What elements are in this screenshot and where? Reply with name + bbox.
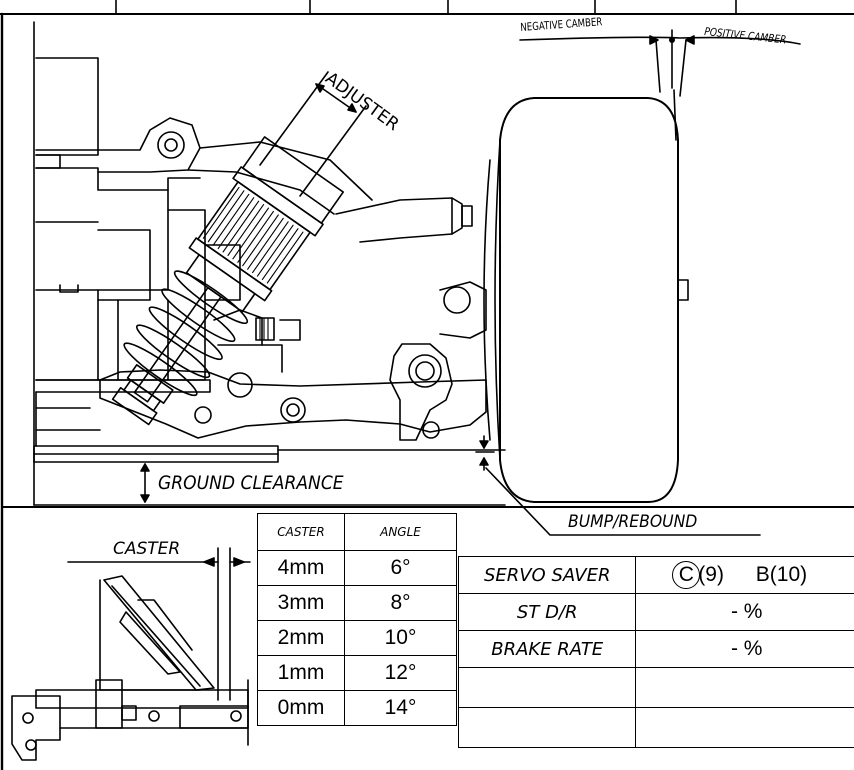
lower-arm [99,309,487,439]
caster-label: CASTER [113,539,181,559]
table-row: BRAKE RATE - % [457,630,854,668]
servo-saver-value: C(9) B(10) [635,556,854,594]
blank-value [635,667,854,708]
caster-angle-table: CASTER ANGLE 4mm 6° 3mm 8° 2mm 10° 1mm 1… [257,513,457,726]
table-row: 4mm 6° [257,550,457,586]
caster-cell: 4mm [257,550,345,586]
caster-cell: 2mm [257,620,345,656]
table-row: SERVO SAVER C(9) B(10) [457,556,854,594]
brake-rate-value: - % [635,630,854,668]
caster-cell: 0mm [257,690,345,726]
camber-indicator [519,29,801,141]
blank-label [457,667,637,708]
st-dr-value: - % [635,593,854,631]
chassis-plate [33,21,506,506]
drawing-frame [0,12,854,770]
upright [389,281,487,441]
caster-cell: 1mm [257,655,345,691]
caster-drawing [11,547,251,761]
servo-saver-selected: C [672,561,701,589]
table-row: 1mm 12° [257,655,457,691]
servo-saver-selected-suffix: (9) [698,563,724,586]
adjuster-dimension [259,71,367,197]
ground-clearance-label: GROUND CLEARANCE [158,472,344,494]
servo-saver-label: SERVO SAVER [457,556,637,594]
bump-rebound-indicator [475,435,761,536]
servo-saver-alt: B(10) [755,563,808,586]
caster-header: CASTER [257,513,345,551]
angle-header: ANGLE [344,513,457,551]
table-row [457,707,854,748]
table-row: 3mm 8° [257,585,457,621]
table-row [457,667,854,708]
top-table-strip [0,0,854,15]
settings-table: SERVO SAVER C(9) B(10) ST D/R - % BRAKE … [457,556,854,748]
table-row: 2mm 10° [257,620,457,656]
caster-cell: 3mm [257,585,345,621]
st-dr-label: ST D/R [457,593,637,631]
angle-cell: 10° [344,620,457,656]
angle-cell: 12° [344,655,457,691]
caster-table-header: CASTER ANGLE [257,513,457,551]
bump-rebound-label: BUMP/REBOUND [568,512,698,532]
upper-arm [35,117,373,215]
blank-label [457,707,637,748]
brake-rate-label: BRAKE RATE [457,630,637,668]
shock-absorber [111,136,345,426]
table-row: ST D/R - % [457,593,854,631]
angle-cell: 6° [344,550,457,586]
table-row: 0mm 14° [257,690,457,726]
upper-link [335,197,473,243]
tire [483,97,689,503]
angle-cell: 8° [344,585,457,621]
ground-clearance-indicator [140,463,150,503]
angle-cell: 14° [344,690,457,726]
blank-value [635,707,854,748]
